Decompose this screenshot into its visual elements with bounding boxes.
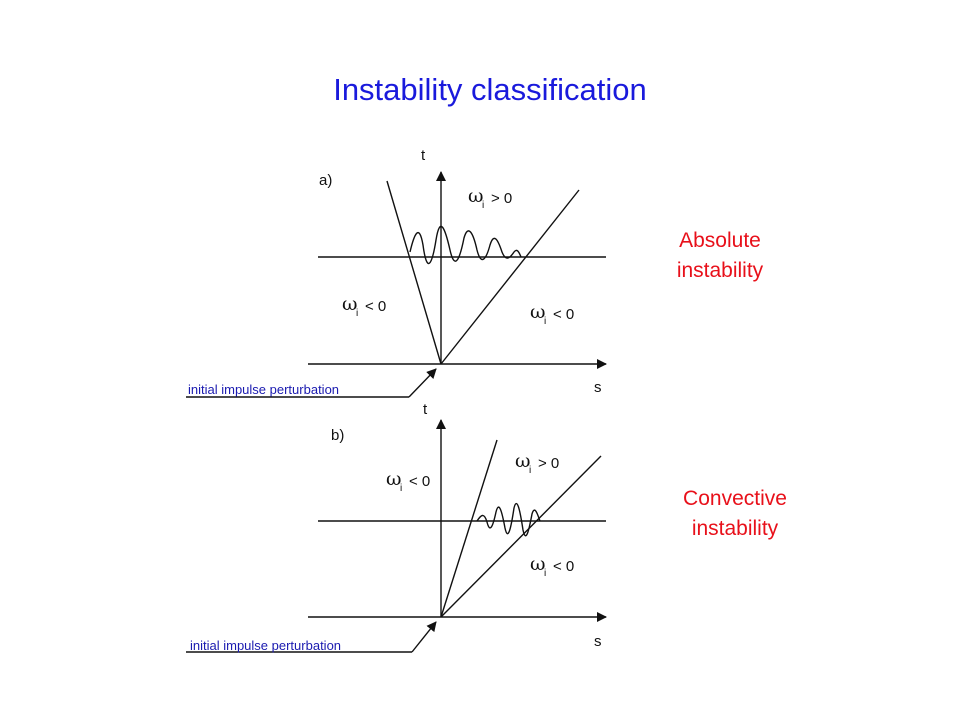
panel-a-top-condition: ω i > 0: [468, 185, 512, 211]
panel-b-impulse-label: initial impulse perturbation: [190, 638, 341, 653]
panel-b-s-label: s: [594, 633, 602, 650]
panel-a: [186, 171, 607, 398]
panel-b-right-condition: ω i < 0: [530, 553, 574, 579]
page-title: Instability classification: [333, 72, 647, 107]
panel-a-t-label: t: [421, 147, 426, 164]
panel-b-top-condition: ω i > 0: [515, 450, 559, 476]
omega-subscript: i: [400, 483, 402, 494]
absolute-line1: Absolute: [679, 229, 761, 252]
panel-a-left-ray: [386, 180, 442, 365]
panel-b-wave-packet: [476, 502, 541, 537]
panel-a-s-label: s: [594, 379, 602, 396]
panel-a-label: a): [319, 172, 332, 189]
panel-a-impulse-arrow: [408, 368, 437, 398]
panel-b-right-ray: [440, 455, 602, 618]
omega-icon: ω: [530, 301, 546, 323]
panel-b-label: b): [331, 427, 344, 444]
omega-icon: ω: [386, 468, 402, 490]
panel-a-left-relation: < 0: [365, 298, 386, 315]
omega-icon: ω: [530, 553, 546, 575]
panel-a-top-relation: > 0: [491, 190, 512, 207]
convective-line1: Convective: [683, 487, 787, 510]
panel-a-right-condition: ω i < 0: [530, 301, 574, 327]
omega-subscript: i: [482, 200, 484, 211]
omega-icon: ω: [342, 293, 358, 315]
convective-instability-label: Convective instability: [655, 484, 815, 544]
panel-b-impulse-arrow: [411, 621, 437, 653]
panel-b-t-label: t: [423, 401, 428, 418]
omega-subscript: i: [544, 568, 546, 579]
omega-subscript: i: [544, 316, 546, 327]
panel-a-right-ray: [440, 189, 580, 365]
omega-subscript: i: [529, 465, 531, 476]
omega-subscript: i: [356, 308, 358, 319]
convective-line2: instability: [691, 517, 779, 540]
panel-a-wave-packet: [409, 225, 522, 265]
panel-b: [186, 419, 607, 653]
omega-icon: ω: [468, 185, 484, 207]
panel-a-left-condition: ω i < 0: [342, 293, 386, 319]
panel-a-impulse-label: initial impulse perturbation: [188, 382, 339, 397]
panel-b-left-relation: < 0: [409, 473, 430, 490]
panel-b-left-condition: ω i < 0: [386, 468, 430, 494]
panel-a-right-relation: < 0: [553, 306, 574, 323]
panel-b-top-relation: > 0: [538, 455, 559, 472]
panel-b-left-ray: [440, 439, 498, 618]
panel-b-right-relation: < 0: [553, 558, 574, 575]
absolute-line2: instability: [676, 259, 764, 282]
omega-icon: ω: [515, 450, 531, 472]
absolute-instability-label: Absolute instability: [650, 226, 790, 286]
